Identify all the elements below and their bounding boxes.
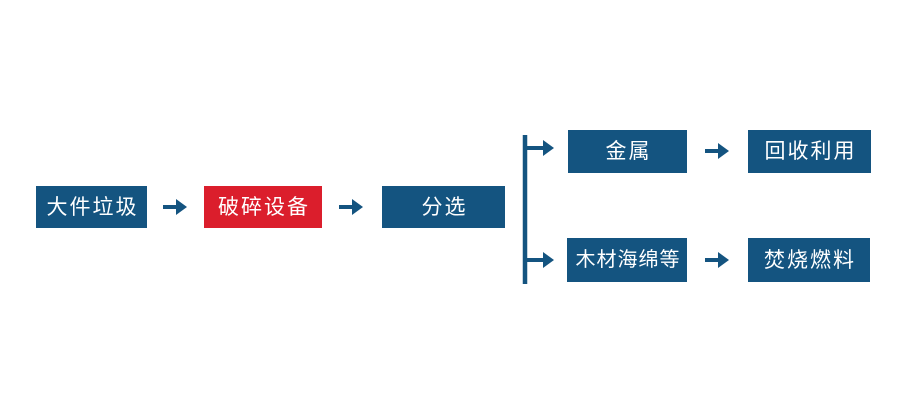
node-wood-sponge: 木材海绵等 xyxy=(567,238,687,282)
node-wood-sponge-label: 木材海绵等 xyxy=(575,249,681,271)
node-bulky-waste: 大件垃圾 xyxy=(36,186,147,228)
node-crushing-equipment-label: 破碎设备 xyxy=(218,195,310,219)
node-sorting: 分选 xyxy=(382,186,505,228)
node-bulky-waste-label: 大件垃圾 xyxy=(46,195,139,219)
arrow-right-icon xyxy=(705,252,729,268)
node-recycling: 回收利用 xyxy=(748,130,871,173)
node-metal: 金属 xyxy=(568,130,687,173)
node-sorting-label: 分选 xyxy=(421,195,468,219)
arrow-right-icon xyxy=(163,199,187,215)
node-crushing-equipment: 破碎设备 xyxy=(204,186,322,228)
node-recycling-label: 回收利用 xyxy=(764,140,857,163)
node-incineration-fuel: 焚烧燃料 xyxy=(748,238,870,282)
node-incineration-fuel-label: 焚烧燃料 xyxy=(764,248,856,272)
branch-connector xyxy=(522,135,554,284)
node-metal-label: 金属 xyxy=(605,140,652,163)
arrow-right-icon xyxy=(705,143,729,159)
arrow-right-icon xyxy=(339,199,363,215)
